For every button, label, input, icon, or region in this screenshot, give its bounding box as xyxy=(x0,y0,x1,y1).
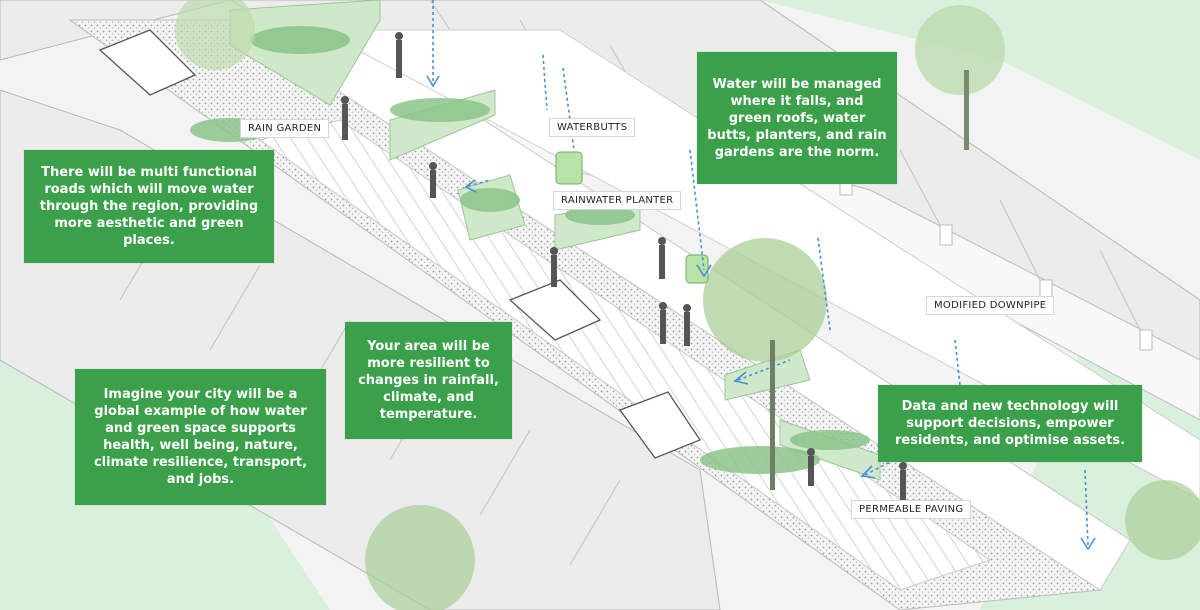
callout-data-technology: Data and new technology will support dec… xyxy=(878,385,1142,462)
callout-global-example: Imagine your city will be a global examp… xyxy=(75,369,326,505)
callout-water-managed: Water will be managed where it falls, an… xyxy=(697,52,897,184)
label-rain-garden: RAIN GARDEN xyxy=(240,119,330,138)
callout-multi-functional-roads: There will be multi functional roads whi… xyxy=(24,150,274,263)
water-butt-icon xyxy=(555,151,709,284)
callout-area-resilient: Your area will be more resilient to chan… xyxy=(345,322,512,439)
tree-icon xyxy=(175,0,1200,610)
label-waterbutts: WATERBUTTS xyxy=(549,118,636,137)
car-icon xyxy=(98,29,701,459)
label-rainwater-planter: RAINWATER PLANTER xyxy=(553,191,682,210)
pedestrian-icon xyxy=(341,32,907,500)
label-modified-downpipe: MODIFIED DOWNPIPE xyxy=(926,296,1055,315)
label-permeable-paving: PERMEABLE PAVING xyxy=(851,500,972,519)
